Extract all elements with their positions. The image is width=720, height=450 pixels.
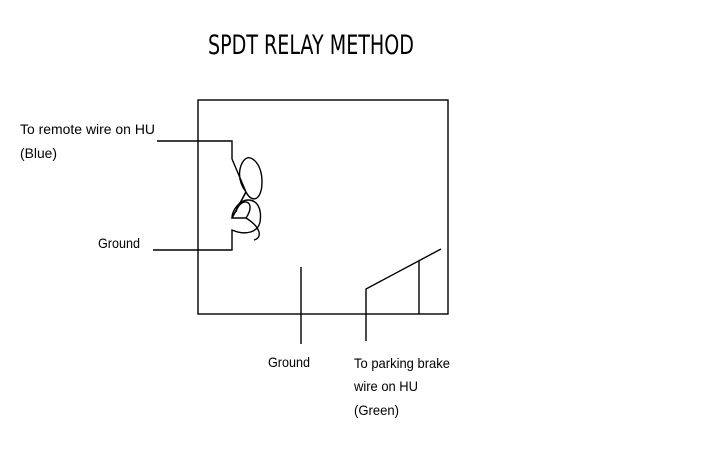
- parking-brake-wire-label: wire on HU: [353, 378, 418, 394]
- parking-brake-label: To parking brake: [354, 355, 450, 371]
- relay-coil-loop-bottom: [231, 191, 262, 236]
- switch-arm: [365, 248, 442, 341]
- remote-wire-label: To remote wire on HU: [20, 121, 155, 137]
- ground-label-bottom: Ground: [268, 354, 310, 370]
- diagram-title: SPDT RELAY METHOD: [208, 30, 414, 61]
- ground-label-left: Ground: [98, 235, 140, 251]
- parking-brake-color-label: (Green): [354, 402, 399, 418]
- remote-wire-lead: [157, 140, 233, 159]
- ground-wire-lead-left: [153, 236, 233, 251]
- remote-wire-color-label: (Blue): [20, 145, 57, 161]
- relay-box: [197, 99, 449, 315]
